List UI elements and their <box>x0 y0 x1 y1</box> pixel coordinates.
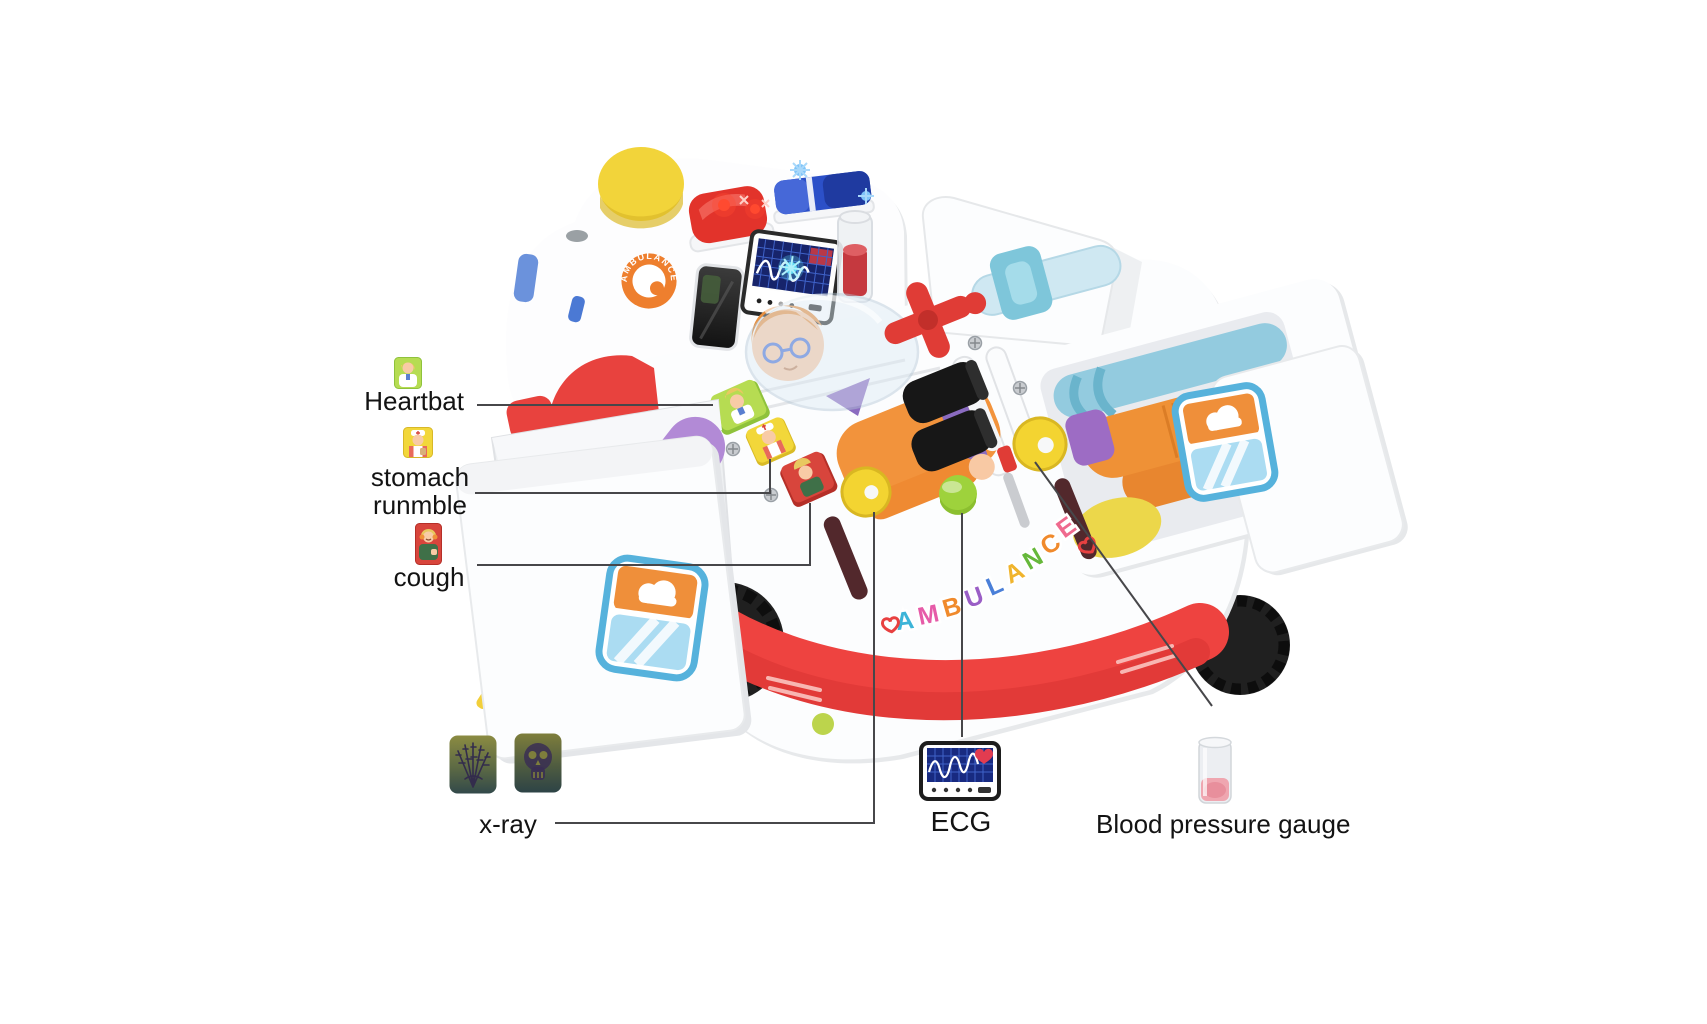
red-cross-tool <box>884 282 987 358</box>
cough-button <box>780 451 838 507</box>
cough-leader-line <box>477 503 811 566</box>
ecg-monitor-icon <box>918 740 1002 807</box>
right-yellow-knob <box>1012 416 1068 472</box>
red-mini-slider <box>997 445 1017 473</box>
ecg-label: ECG <box>930 806 992 837</box>
horn-dome <box>598 147 684 221</box>
stomach-rumble-label-line2: runmble <box>373 490 467 520</box>
toy-ecg-screen <box>740 229 844 326</box>
heartbeat-label: Heartbat <box>364 386 464 416</box>
patient-figure <box>744 292 1002 520</box>
ambulance-toy: AMBULANCE <box>455 147 1408 764</box>
xray-slider-slot <box>823 516 868 600</box>
stomach-rumble-label: stomach runmble <box>360 463 480 519</box>
patient-glasses <box>762 337 811 364</box>
patient-arm <box>866 457 979 520</box>
cough-patient-card-icon <box>415 523 442 570</box>
xray-slider-knob <box>840 466 892 518</box>
patient-scarf <box>826 378 870 416</box>
windshield-sliver <box>513 253 539 303</box>
siren-red-glow <box>712 193 770 219</box>
blood-pressure-leader-line <box>1034 461 1213 707</box>
stomach-button <box>745 417 796 466</box>
driver-window <box>689 263 745 351</box>
siren-blue-light-bar <box>773 171 875 225</box>
patient-boots <box>902 360 998 472</box>
bumper <box>664 589 1229 721</box>
xray-hand-card-icon <box>449 735 497 799</box>
stomach-rumble-label-line1: stomach <box>370 462 470 492</box>
toy-blood-pressure-tube <box>837 210 873 303</box>
ecg-button <box>939 475 977 515</box>
right-shield-sticker <box>1171 382 1279 502</box>
cough-label: cough <box>393 562 465 592</box>
heartbeat-button <box>709 379 770 435</box>
blood-pressure-tube-icon <box>1197 736 1233 813</box>
roof-handle-hole <box>566 230 588 242</box>
tool-purple-cap <box>1065 409 1115 466</box>
siren-blue-glow <box>790 160 874 204</box>
horn-dome-shade <box>600 192 683 229</box>
xray-label: x-ray <box>479 809 537 839</box>
side-mirror <box>568 295 585 323</box>
xray-skull-card-icon <box>514 733 562 798</box>
xray-leader-line <box>555 512 875 824</box>
stomach-leader-line <box>475 459 771 494</box>
screws <box>725 335 1028 503</box>
blood-pressure-label: Blood pressure gauge <box>1096 809 1351 839</box>
left-shield-sticker <box>595 554 709 682</box>
tool-blue-tube <box>1053 323 1287 418</box>
rear-roof-lid <box>921 196 1142 352</box>
green-ball <box>812 713 834 735</box>
nurse-card-icon <box>403 427 433 463</box>
heart-stickers <box>881 536 1096 634</box>
patient-oxygen-dome <box>744 292 920 412</box>
doctor-card-icon <box>394 357 422 394</box>
leader-lines <box>475 404 1213 824</box>
